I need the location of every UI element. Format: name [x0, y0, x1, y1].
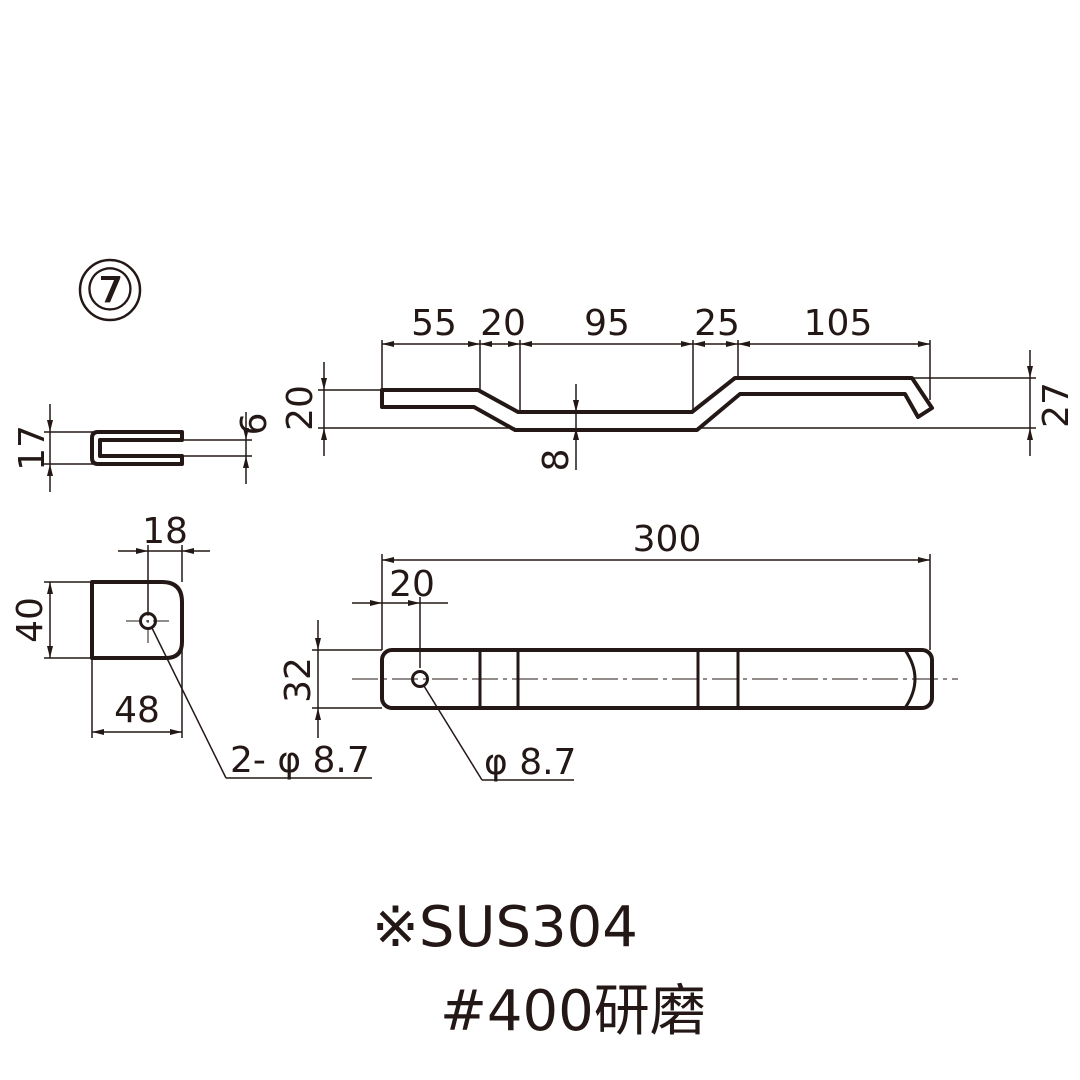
dim-plan-width: 32: [278, 657, 319, 703]
dim-bracket-hole-note: 2- φ 8.7: [230, 740, 370, 781]
dim-plan-hole-note: φ 8.7: [484, 742, 576, 783]
side-top-dimension-arrows: [382, 341, 930, 347]
dim-plan-hole-offset: 20: [389, 564, 435, 605]
finish-note: #400研磨: [440, 979, 706, 1044]
dim-side-95: 95: [584, 303, 630, 344]
dim-end-height: 17: [12, 425, 53, 471]
side-view: 55 20 95 25 105 20 27: [280, 303, 1077, 471]
end-view: 17 9: [12, 404, 272, 492]
dim-side-25: 25: [694, 303, 740, 344]
dim-side-105: 105: [804, 303, 873, 344]
bracket-view: 18 40 48 2- φ 8.7: [10, 511, 372, 781]
dim-side-55: 55: [411, 303, 457, 344]
dim-bracket-width-top: 18: [142, 511, 188, 552]
u-channel-outline: [90, 430, 184, 466]
part-number-text: ⑦: [84, 256, 136, 324]
dim-plan-length: 300: [633, 519, 702, 560]
material-note: ※SUS304: [372, 895, 638, 960]
bracket-outline: [90, 580, 184, 660]
side-profile-outline: [380, 376, 934, 432]
dim-end-inner: 9: [231, 413, 272, 436]
dim-side-20: 20: [480, 303, 526, 344]
plan-view: 300 20 32 φ 8.7: [278, 519, 958, 783]
dim-bracket-height: 40: [10, 597, 51, 643]
dim-side-left-height: 20: [280, 385, 321, 431]
dim-bracket-width-bottom: 48: [114, 690, 160, 731]
part-number-label: ⑦: [78, 256, 142, 324]
dim-side-dip: 8: [536, 449, 577, 472]
dim-side-right-height: 27: [1036, 382, 1077, 428]
